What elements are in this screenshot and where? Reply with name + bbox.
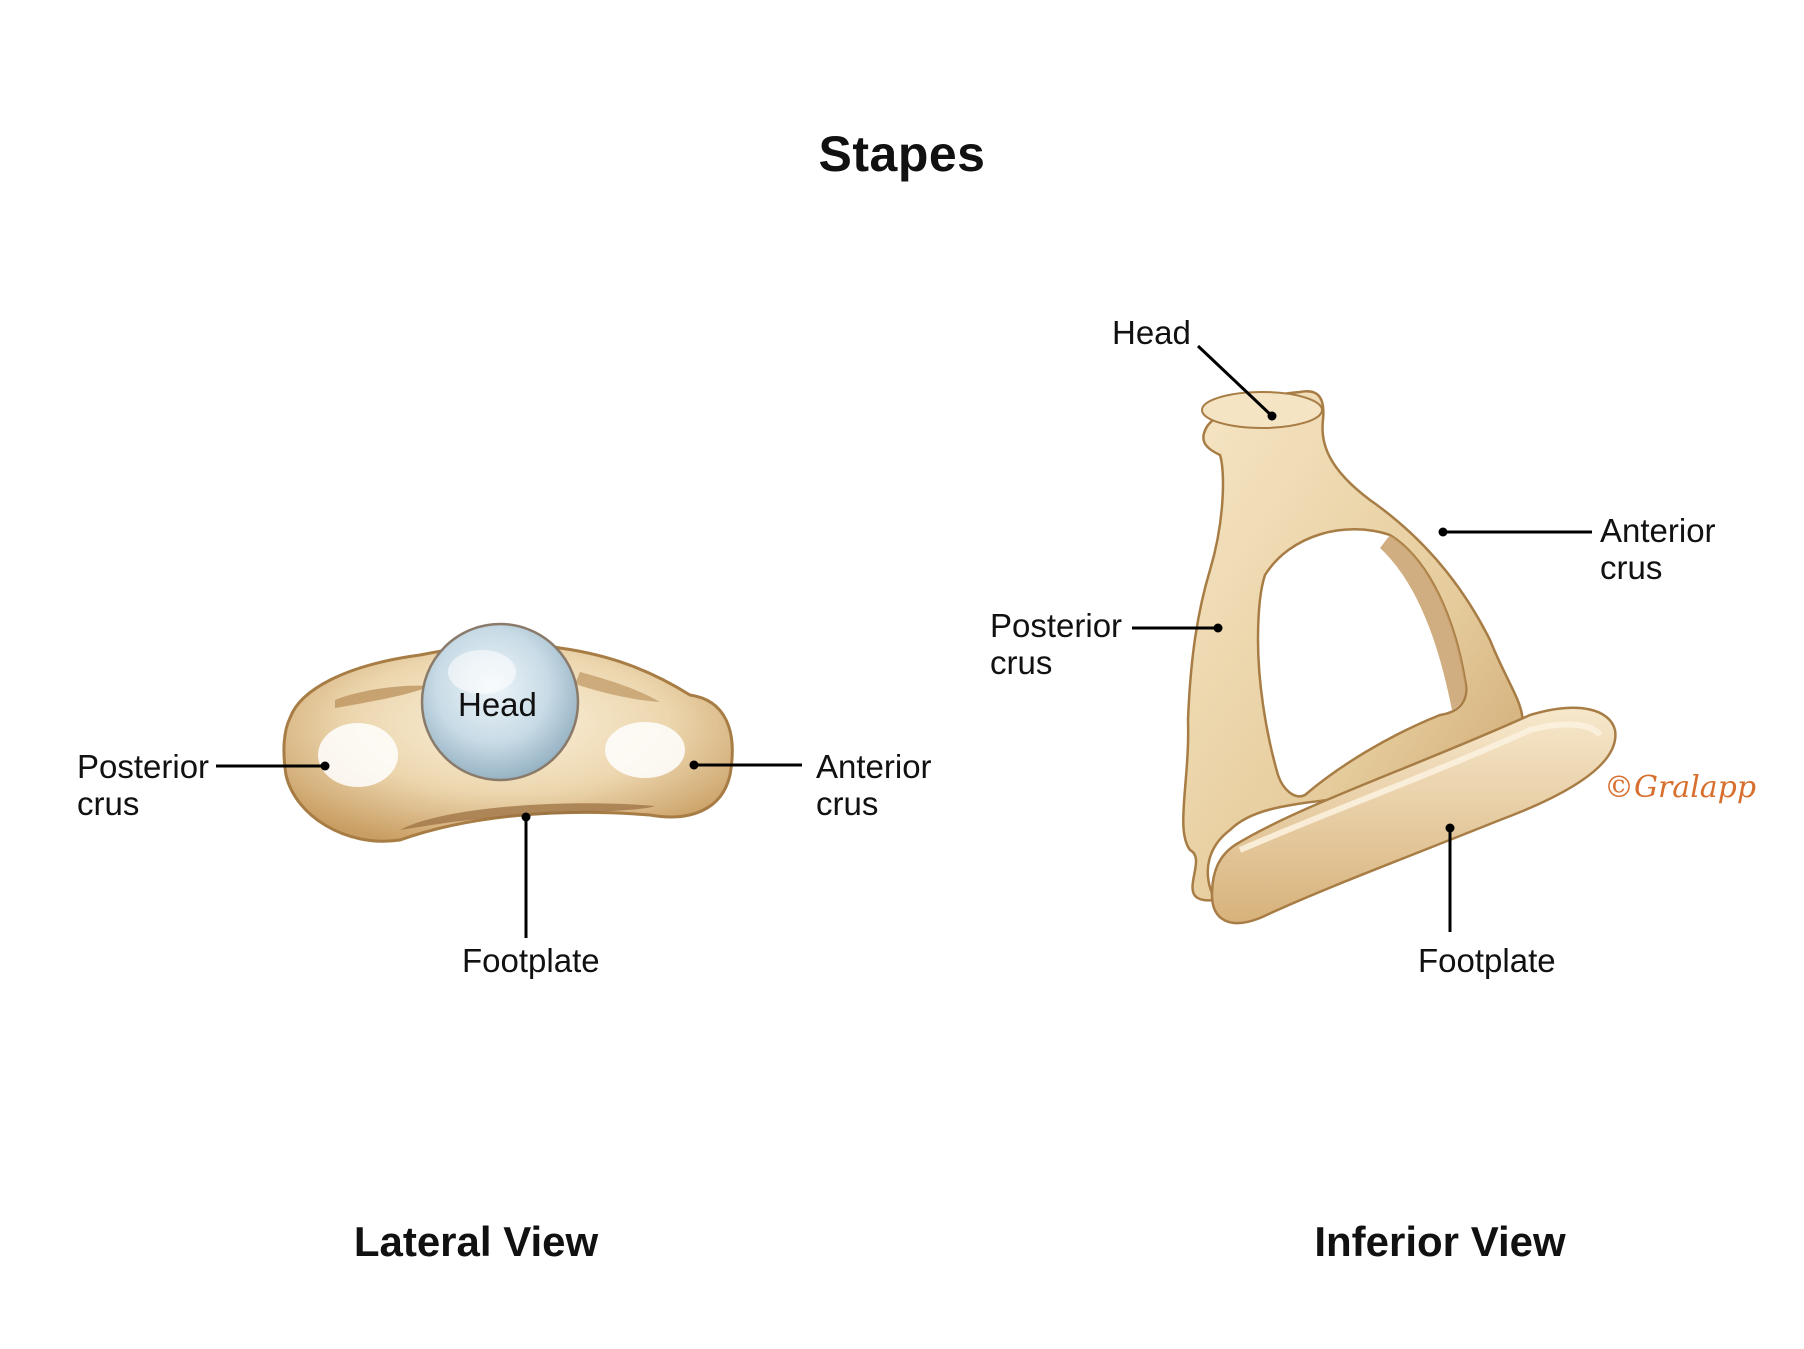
label-inferior-posterior-crus-line2: crus: [990, 644, 1053, 681]
lateral-groove-left: [335, 685, 430, 708]
leader-inferior-head: [1196, 344, 1274, 418]
lateral-footplate-groove: [400, 803, 655, 830]
caption-inferior-view: Inferior View: [1314, 1218, 1566, 1265]
inferior-footplate-rim: [1238, 721, 1603, 853]
inferior-head-top: [1201, 391, 1323, 429]
lateral-highlight-left: [318, 723, 398, 787]
label-inferior-head: Head: [1112, 314, 1191, 351]
dot-inferior-head: [1267, 411, 1277, 421]
label-lateral-posterior-crus-line2: crus: [77, 785, 140, 822]
label-inferior-footplate: Footplate: [1418, 942, 1556, 979]
label-lateral-footplate: Footplate: [462, 942, 600, 979]
dot-inferior-posterior-crus: [1213, 623, 1223, 633]
label-inferior-anterior-crus-line2: crus: [1600, 549, 1663, 586]
label-lateral-anterior-crus-line2: crus: [816, 785, 879, 822]
label-inferior-posterior-crus-line1: Posterior: [990, 607, 1123, 644]
dot-lateral-anterior-crus: [689, 760, 699, 770]
label-lateral-anterior-crus: Anterior crus: [816, 748, 932, 822]
caption-lateral-view: Lateral View: [353, 1218, 599, 1265]
label-lateral-anterior-crus-line1: Anterior: [816, 748, 932, 785]
dot-inferior-footplate: [1445, 823, 1455, 833]
lateral-groove-right: [575, 672, 660, 702]
label-lateral-posterior-crus-line1: Posterior: [77, 748, 210, 785]
dot-lateral-footplate: [521, 812, 531, 822]
inferior-footplate: [1210, 706, 1617, 925]
label-inferior-anterior-crus-line1: Anterior: [1600, 512, 1716, 549]
lateral-head-sheen: [448, 650, 516, 694]
label-inferior-posterior-crus: Posterior crus: [990, 607, 1122, 681]
page-title: Stapes: [818, 126, 986, 182]
inferior-view-illustration: [1132, 344, 1617, 932]
dot-lateral-posterior-crus: [320, 761, 330, 771]
dot-inferior-anterior-crus: [1438, 527, 1448, 537]
inferior-opening-shadow: [1380, 535, 1466, 710]
label-lateral-head: Head: [458, 686, 537, 723]
label-lateral-posterior-crus: Posterior crus: [77, 748, 209, 822]
lateral-highlight-right: [605, 722, 685, 778]
lateral-view-illustration: [216, 622, 802, 938]
label-inferior-anterior-crus: Anterior crus: [1600, 512, 1716, 586]
artist-watermark: ©Gralapp: [1604, 770, 1757, 805]
